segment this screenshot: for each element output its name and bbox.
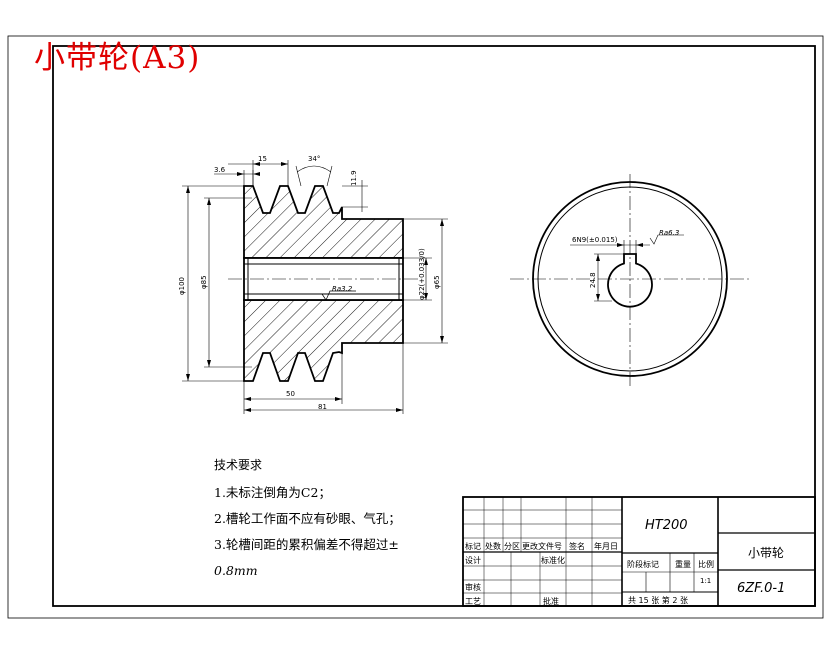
tech-line-2: 2.槽轮工作面不应有砂眼、气孔； xyxy=(214,511,401,526)
tb-shenhe: 审核 xyxy=(465,583,481,592)
tb-fenqu: 分区 xyxy=(504,542,520,551)
dim-keyway-depth: 24.8 xyxy=(589,272,597,288)
drawing-number: 6ZF.0-1 xyxy=(737,581,786,596)
tech-line-3: 3.轮槽间距的累积偏差不得超过± xyxy=(214,537,399,552)
technical-requirements: 技术要求 1.未标注倒角为C2； 2.槽轮工作面不应有砂眼、气孔； 3.轮槽间距… xyxy=(214,452,401,584)
dim-groove-pitch: 15 xyxy=(258,155,267,163)
section-view xyxy=(182,160,448,414)
tb-nianyueri: 年月日 xyxy=(594,542,618,551)
end-view xyxy=(510,174,750,386)
tb-gongyi: 工艺 xyxy=(465,597,481,606)
tb-sheji: 设计 xyxy=(465,556,481,565)
dim-bore-diameter: φ22(+0.033/0) xyxy=(418,248,426,300)
tb-zhongliang: 重量 xyxy=(675,560,691,569)
title-block xyxy=(462,496,816,607)
material: HT200 xyxy=(645,518,688,533)
roughness-keyway: Ra6.3 xyxy=(659,229,680,237)
tb-chushu: 处数 xyxy=(485,542,501,551)
sheet-title: 小带轮(A3) xyxy=(34,40,201,76)
tb-gengai: 更改文件号 xyxy=(522,542,562,551)
tb-scale-value: 1:1 xyxy=(700,577,712,585)
dim-hub-diameter: φ65 xyxy=(433,275,441,289)
tb-qianming: 签名 xyxy=(569,542,585,551)
dim-keyway-width: 6N9(±0.015) xyxy=(572,236,618,244)
dim-pitch-diameter: φ85 xyxy=(200,275,208,289)
tb-sheets: 共 15 张 第 2 张 xyxy=(628,596,688,605)
roughness-bore: Ra3.2 xyxy=(332,285,353,293)
part-name: 小带轮 xyxy=(748,546,785,560)
dim-total-length: 81 xyxy=(318,403,327,411)
dim-chamfer-width: 3.6 xyxy=(214,166,226,174)
tb-bili: 比例 xyxy=(698,560,714,569)
dim-groove-length: 50 xyxy=(286,390,295,398)
tech-heading: 技术要求 xyxy=(214,458,263,472)
dim-groove-angle: 34° xyxy=(308,155,321,163)
tb-jieduan: 阶段标记 xyxy=(627,560,659,569)
tb-biaoji: 标记 xyxy=(465,542,481,551)
tb-pizhun: 批准 xyxy=(543,597,559,606)
dim-groove-depth: 11.9 xyxy=(350,170,358,186)
tech-line-4: 0.8mm xyxy=(214,563,258,578)
outer-frame xyxy=(7,35,824,619)
inner-frame xyxy=(52,45,816,607)
tech-line-1: 1.未标注倒角为C2； xyxy=(214,485,331,500)
dim-outer-diameter: φ100 xyxy=(178,277,186,295)
tb-biaozhunhua: 标准化 xyxy=(541,556,565,565)
